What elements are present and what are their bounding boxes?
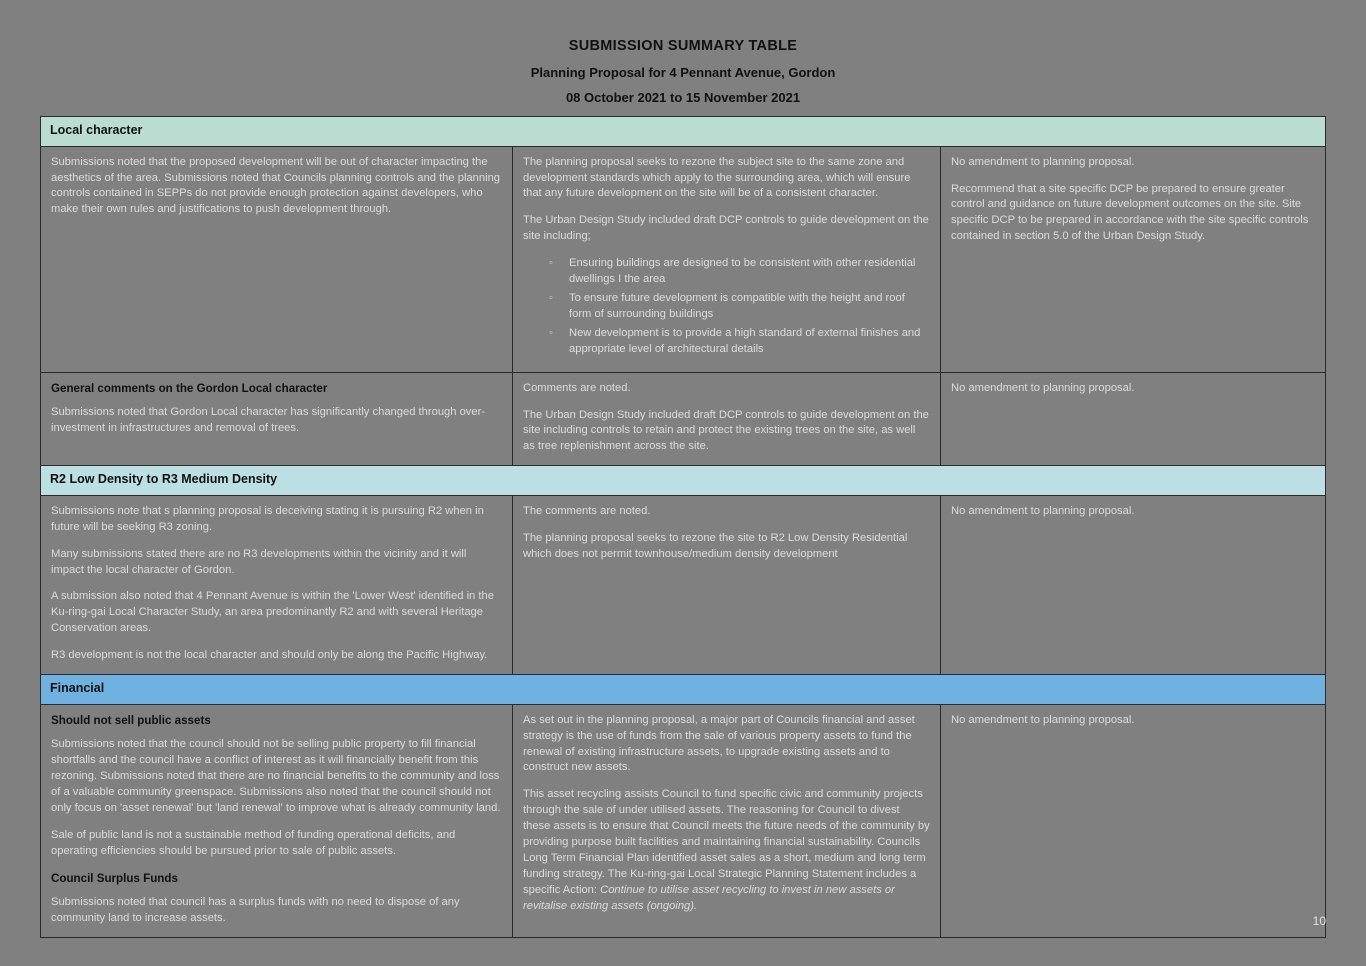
list-item: ◦ New development is to provide a high st… bbox=[549, 326, 930, 358]
cell-recommendation: No amendment to planning proposal. Recom… bbox=[941, 147, 1325, 372]
submission-text: Many submissions stated there are no R3 … bbox=[51, 547, 467, 576]
response-paragraph: This asset recycling assists Council to … bbox=[523, 787, 930, 914]
title-block: SUBMISSION SUMMARY TABLE Planning Propos… bbox=[0, 0, 1366, 105]
exhibition-date-range: 08 October 2021 to 15 November 2021 bbox=[565, 90, 801, 105]
submission-text: R3 development is not the local characte… bbox=[51, 649, 488, 662]
submission-subheading: General comments on the Gordon Local cha… bbox=[51, 381, 328, 395]
bullet-icon: ◦ bbox=[549, 257, 553, 270]
recommendation-paragraph: No amendment to planning proposal. bbox=[951, 381, 1135, 394]
list-item: ◦ Ensuring buildings are designed to be c… bbox=[549, 256, 930, 288]
table-row: Submissions noted that the proposed deve… bbox=[41, 146, 1325, 373]
cell-council-response: As set out in the planning proposal, a m… bbox=[513, 704, 941, 937]
cell-submission: Submissions noted that the proposed deve… bbox=[41, 146, 513, 372]
response-paragraph: Comments are noted. bbox=[523, 381, 631, 394]
cell-submission: Should not sell public assets Submission… bbox=[41, 704, 513, 937]
response-paragraph: The planning proposal seeks to rezone th… bbox=[523, 531, 908, 560]
page-title: SUBMISSION SUMMARY TABLE bbox=[568, 38, 798, 54]
list-item-label: New development is to provide a high sta… bbox=[569, 326, 921, 355]
response-bullet-list: ◦ Ensuring buildings are designed to be c… bbox=[523, 256, 930, 357]
submission-summary-table: Local character Submissions noted that t… bbox=[40, 116, 1326, 938]
submission-text: Sale of public land is not a sustainable… bbox=[51, 828, 456, 857]
submission-text: A submission also noted that 4 Pennant A… bbox=[51, 590, 494, 635]
response-paragraph: The Urban Design Study included draft DC… bbox=[523, 408, 929, 453]
cell-council-response: The planning proposal seeks to rezone th… bbox=[513, 146, 941, 372]
page-subtitle: Planning Proposal for 4 Pennant Avenue, … bbox=[530, 65, 836, 80]
cell-submission: Submissions note that s planning proposa… bbox=[41, 495, 513, 675]
table-row: Should not sell public assets Submission… bbox=[41, 704, 1325, 938]
table-row: Submissions note that s planning proposa… bbox=[41, 495, 1325, 676]
submission-text: Submissions noted that the proposed deve… bbox=[51, 155, 501, 216]
response-paragraph: The Urban Design Study included draft DC… bbox=[523, 214, 929, 243]
list-item-label: To ensure future development is compatib… bbox=[569, 291, 905, 320]
response-paragraph: As set out in the planning proposal, a m… bbox=[523, 713, 915, 774]
submission-subheading: Should not sell public assets bbox=[51, 713, 211, 727]
list-item-label: Ensuring buildings are designed to be co… bbox=[569, 257, 916, 286]
submission-text: Submissions note that s planning proposa… bbox=[51, 504, 484, 533]
submission-subheading: Council Surplus Funds bbox=[51, 871, 178, 885]
section-header-r2-r3: R2 Low Density to R3 Medium Density bbox=[41, 466, 1325, 496]
page-number: 10 bbox=[1312, 914, 1326, 928]
response-paragraph: The planning proposal seeks to rezone th… bbox=[523, 155, 911, 200]
table-row: General comments on the Gordon Local cha… bbox=[41, 372, 1325, 467]
bullet-icon: ◦ bbox=[549, 291, 553, 304]
cell-recommendation: No amendment to planning proposal. bbox=[941, 496, 1325, 674]
recommendation-paragraph: No amendment to planning proposal. bbox=[951, 713, 1135, 726]
response-paragraph: The comments are noted. bbox=[523, 504, 651, 517]
submission-text: Submissions noted that Gordon Local char… bbox=[51, 406, 486, 434]
bullet-icon: ◦ bbox=[549, 326, 553, 339]
list-item: ◦ To ensure future development is compati… bbox=[549, 291, 930, 323]
cell-recommendation: No amendment to planning proposal. bbox=[941, 705, 1325, 937]
submission-text: Submissions noted that the council shoul… bbox=[51, 738, 501, 814]
cell-submission: General comments on the Gordon Local cha… bbox=[41, 372, 513, 466]
response-action-italic: Continue to utilise asset recycling to i… bbox=[523, 883, 895, 912]
section-header-financial: Financial bbox=[41, 675, 1325, 705]
response-text: This asset recycling assists Council to … bbox=[523, 788, 930, 896]
recommendation-paragraph: Recommend that a site specific DCP be pr… bbox=[951, 182, 1309, 243]
cell-recommendation: No amendment to planning proposal. bbox=[941, 373, 1325, 466]
cell-council-response: The comments are noted. The planning pro… bbox=[513, 495, 941, 675]
recommendation-paragraph: No amendment to planning proposal. bbox=[951, 155, 1135, 168]
submission-text: Submissions noted that council has a sur… bbox=[51, 895, 460, 924]
recommendation-paragraph: No amendment to planning proposal. bbox=[951, 504, 1135, 517]
section-header-local-character: Local character bbox=[41, 117, 1325, 147]
cell-council-response: Comments are noted. The Urban Design Stu… bbox=[513, 372, 941, 466]
